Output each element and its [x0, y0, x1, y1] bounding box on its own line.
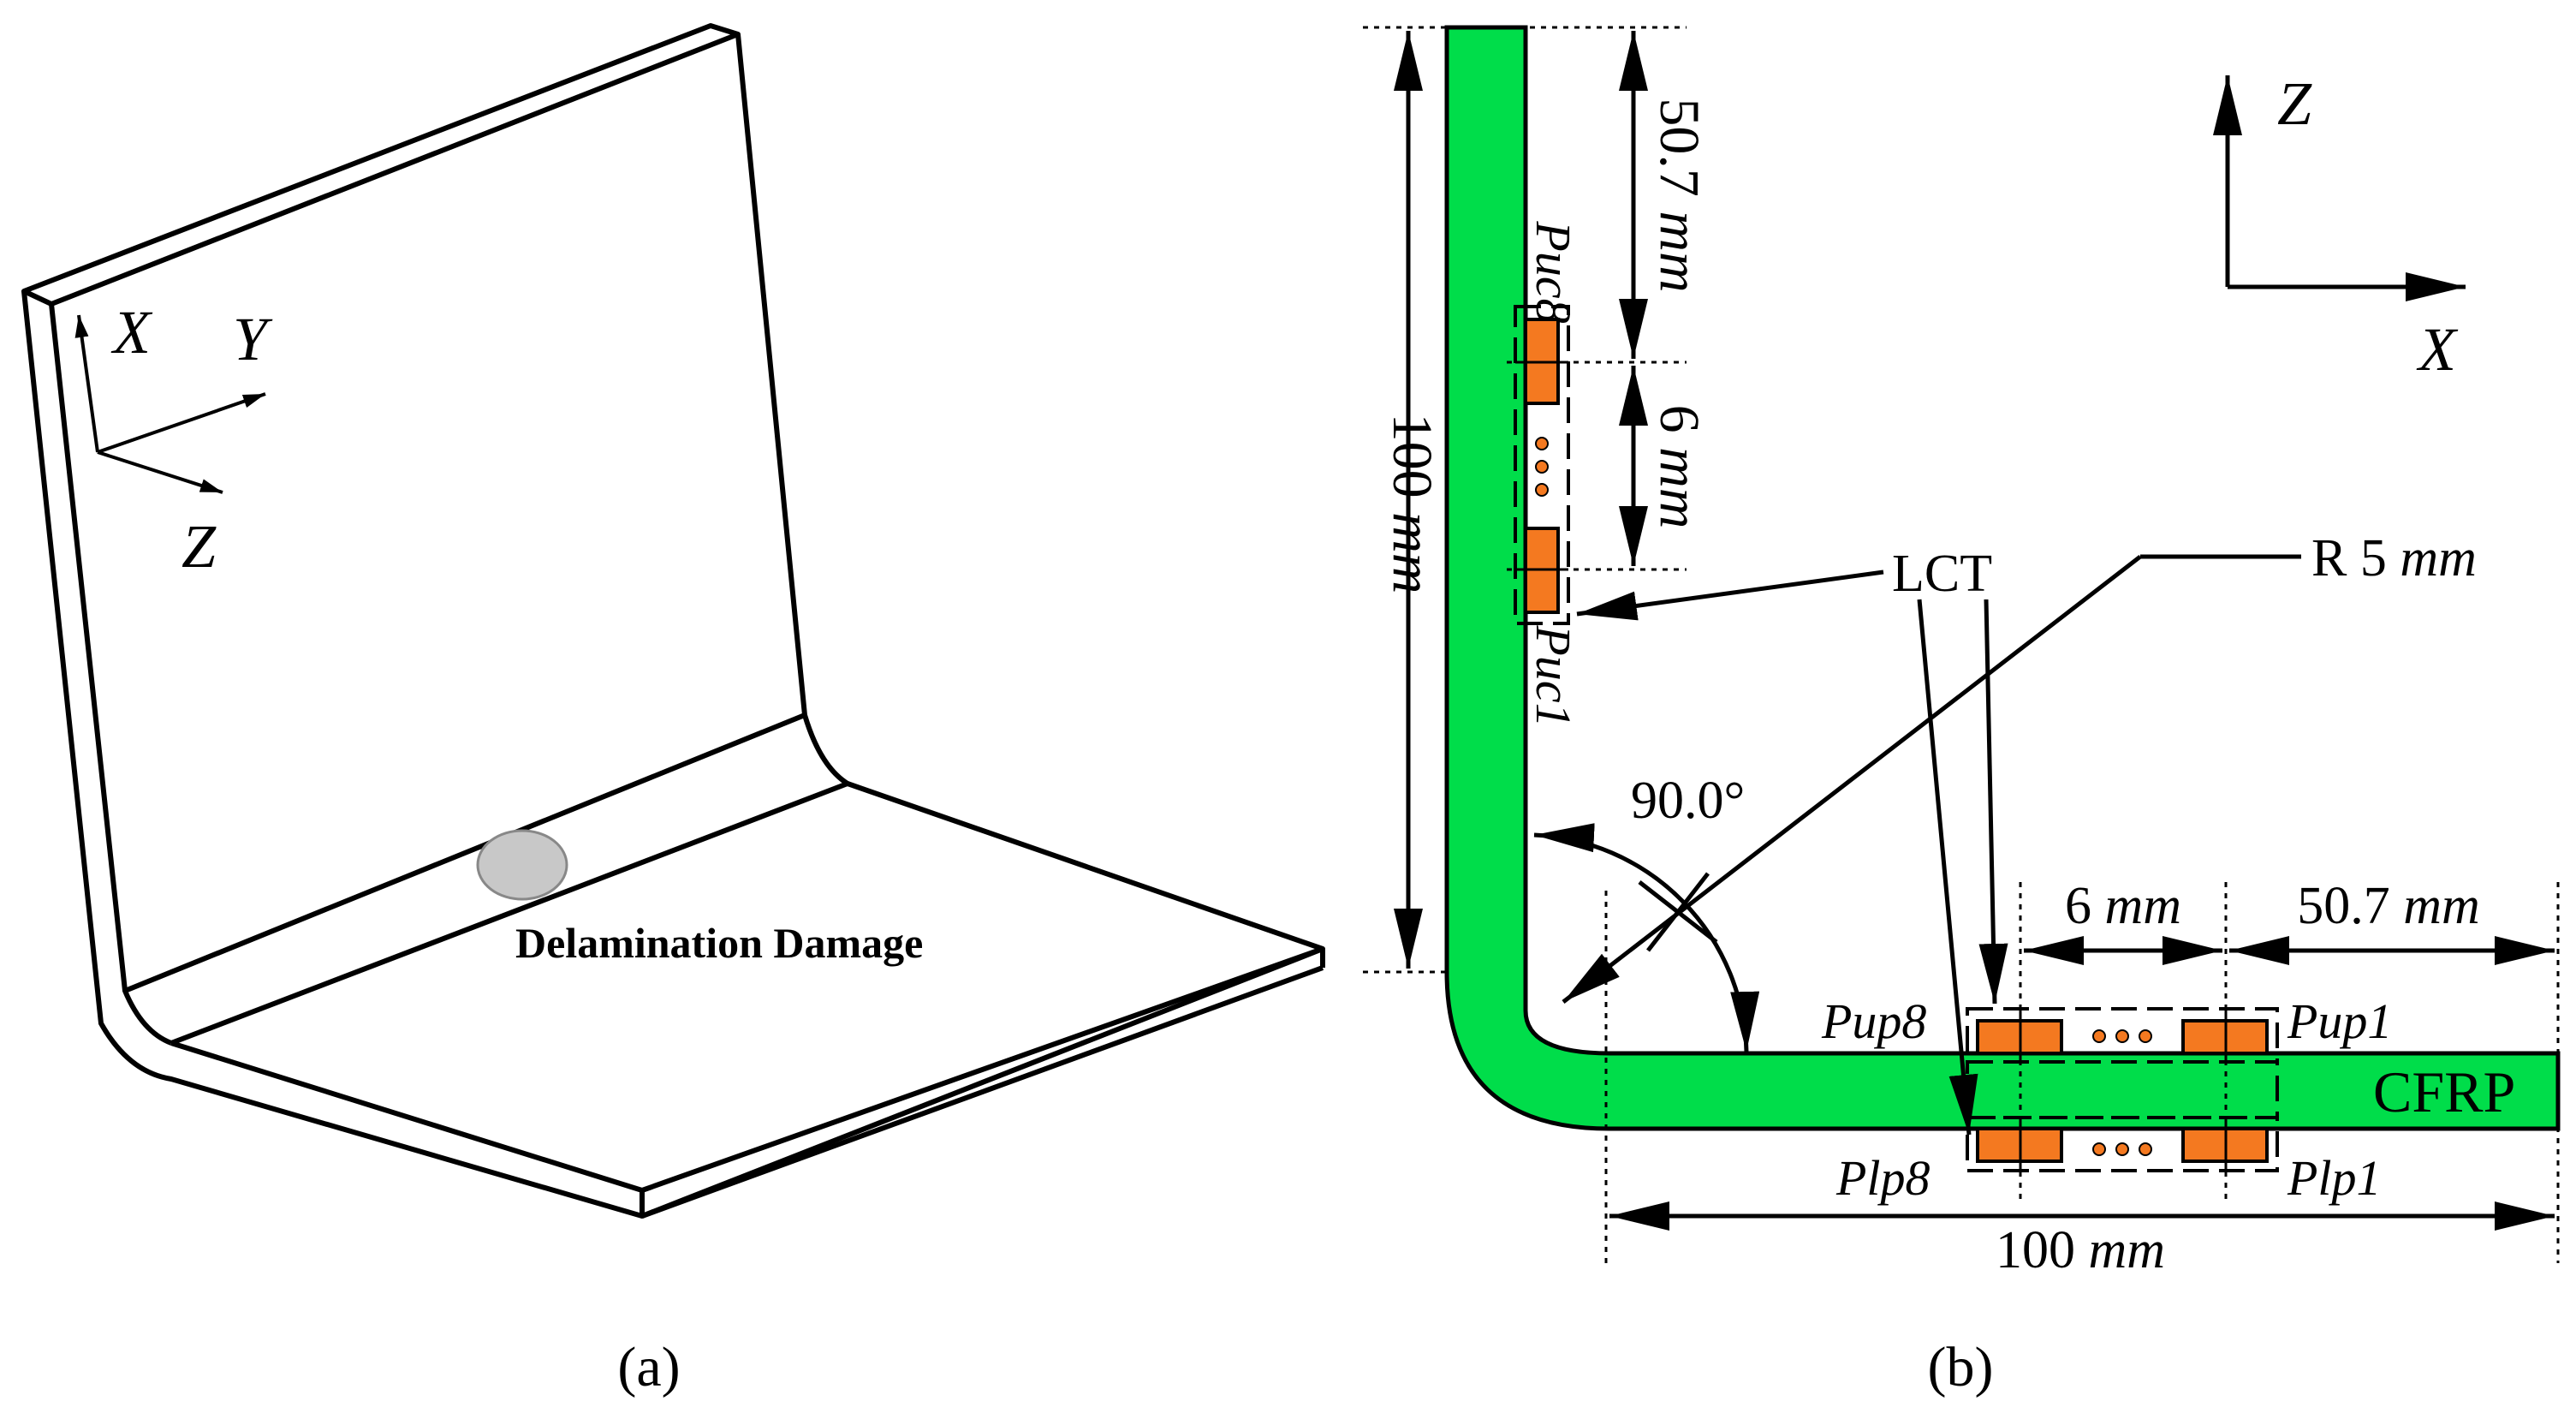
angle-label: 90.0° — [1631, 772, 1745, 830]
lct-leaders — [1576, 569, 2008, 1136]
dim-vertical-total: 100 mm — [1381, 414, 1443, 594]
sensor-crosshairs — [1515, 361, 2228, 1171]
panel-a-axes — [74, 314, 266, 494]
angle-arc — [1533, 823, 1760, 1052]
axis-a-z-label: Z — [181, 512, 217, 581]
dots-vertical — [1535, 437, 1549, 497]
label-puc1: Puc1 — [1526, 624, 1581, 727]
panel-a-label: (a) — [617, 1336, 680, 1398]
dashed-box-vertical — [1514, 305, 1570, 625]
cfrp-label: CFRP — [2373, 1059, 2515, 1124]
dim-horizontal-mid: 6 mm — [2065, 877, 2181, 935]
label-puc8: Puc8 — [1526, 220, 1581, 323]
dots-upper — [2092, 1029, 2152, 1043]
axis-a-x-label: X — [110, 298, 153, 367]
axis-a-y-label: Y — [233, 305, 273, 373]
damage-label: Delamination Damage — [515, 919, 923, 967]
dimension-lines — [1394, 31, 2555, 1231]
delamination-spot — [476, 829, 568, 901]
label-pup1: Pup1 — [2287, 993, 2392, 1049]
label-plp8: Plp8 — [1835, 1150, 1931, 1206]
dim-horizontal-right: 50.7 mm — [2297, 877, 2480, 935]
panel-b-axes — [2213, 75, 2466, 301]
label-pup8: Pup8 — [1821, 993, 1926, 1049]
dim-vertical-top: 50.7 mm — [1648, 98, 1710, 292]
panel-a-bracket — [21, 23, 1325, 1219]
axis-b-x-label: X — [2416, 315, 2459, 384]
dim-vertical-mid: 6 mm — [1648, 405, 1710, 529]
panel-b-label: (b) — [1928, 1336, 1994, 1398]
radius-leader — [1562, 554, 2301, 1004]
dots-lower — [2092, 1142, 2152, 1156]
radius-label: R 5 mm — [2311, 529, 2477, 587]
dim-horizontal-total: 100 mm — [1996, 1221, 2165, 1279]
lct-label: LCT — [1892, 545, 1992, 603]
label-plp1: Plp1 — [2287, 1150, 2382, 1206]
axis-b-z-label: Z — [2277, 69, 2312, 138]
